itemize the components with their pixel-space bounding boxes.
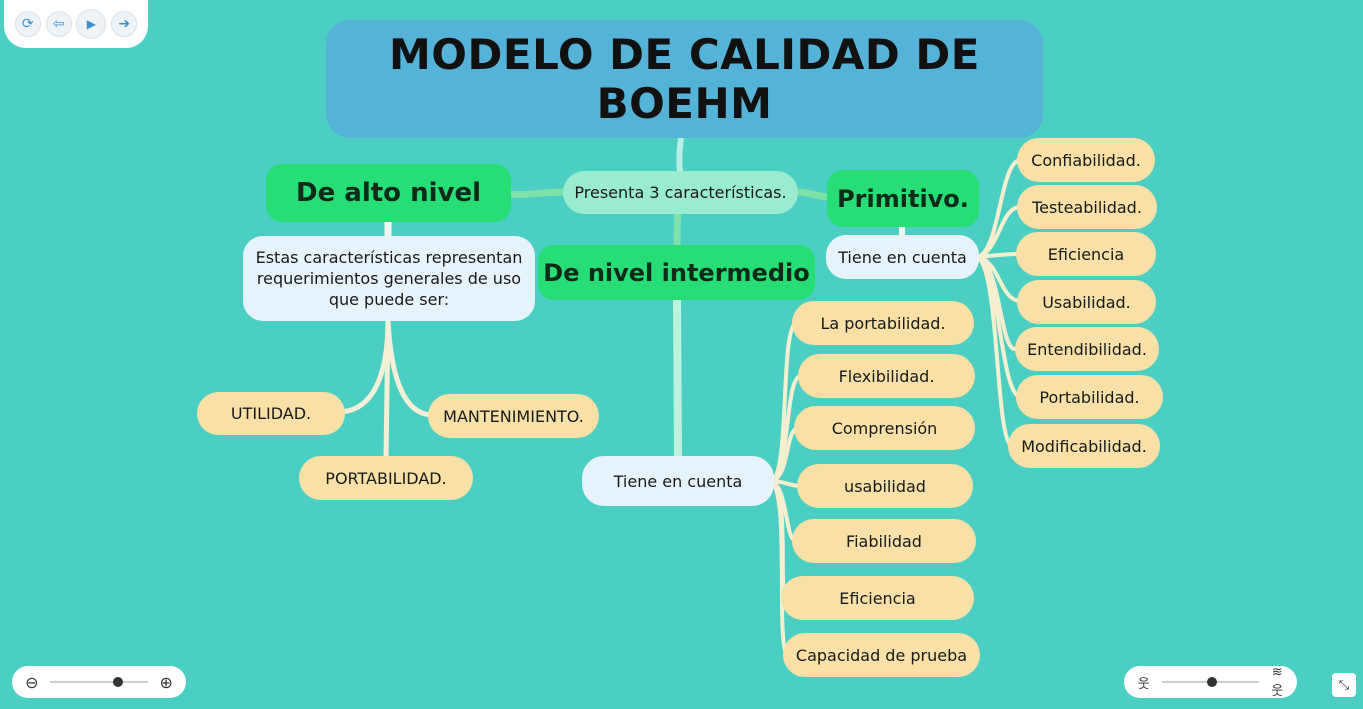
arrow-left-icon: ⇦ bbox=[52, 16, 65, 32]
map-title[interactable]: MODELO DE CALIDAD DE BOEHM bbox=[326, 20, 1043, 138]
intermediate-item[interactable]: Eficiencia bbox=[781, 576, 974, 620]
primitive-item[interactable]: Usabilidad. bbox=[1017, 280, 1156, 324]
primitive-considers[interactable]: Tiene en cuenta bbox=[826, 235, 979, 279]
leaf-mantenimiento[interactable]: MANTENIMIENTO. bbox=[428, 394, 599, 438]
branch-intermediate[interactable]: De nivel intermedio bbox=[538, 245, 815, 300]
refresh-button[interactable]: ⟳ bbox=[14, 11, 41, 37]
primitive-item[interactable]: Modificabilidad. bbox=[1008, 424, 1160, 468]
speed-control: 웃 ≋웃 bbox=[1124, 665, 1297, 699]
intermediate-item[interactable]: La portabilidad. bbox=[792, 301, 974, 345]
arrow-right-icon: ➔ bbox=[118, 16, 131, 32]
high-level-description[interactable]: Estas características representan requer… bbox=[243, 236, 535, 321]
intermediate-item[interactable]: Capacidad de prueba bbox=[783, 633, 980, 677]
back-button[interactable]: ⇦ bbox=[45, 11, 72, 37]
intermediate-item[interactable]: Flexibilidad. bbox=[798, 354, 975, 398]
forward-button[interactable]: ➔ bbox=[111, 11, 138, 37]
zoom-out-icon[interactable]: ⊖ bbox=[25, 672, 39, 692]
leaf-portabilidad[interactable]: PORTABILIDAD. bbox=[299, 456, 473, 500]
primitive-item[interactable]: Portabilidad. bbox=[1016, 375, 1163, 419]
zoom-in-icon[interactable]: ⊕ bbox=[159, 672, 173, 692]
speed-slider[interactable] bbox=[1161, 677, 1260, 687]
presentation-toolbar: ⟳ ⇦ ▶ ➔ bbox=[4, 0, 148, 48]
collapse-fullscreen-button[interactable]: ⤡ bbox=[1332, 673, 1356, 697]
intermediate-item[interactable]: Comprensión bbox=[794, 406, 975, 450]
speed-slider-handle[interactable] bbox=[1206, 677, 1217, 687]
zoom-control: ⊖ ⊕ bbox=[12, 666, 186, 698]
play-icon: ▶ bbox=[86, 17, 96, 31]
zoom-slider-handle[interactable] bbox=[112, 677, 123, 687]
central-node[interactable]: Presenta 3 características. bbox=[563, 171, 798, 214]
primitive-item[interactable]: Entendibilidad. bbox=[1015, 327, 1159, 371]
branch-primitive[interactable]: Primitivo. bbox=[827, 170, 979, 227]
refresh-icon: ⟳ bbox=[21, 16, 34, 32]
primitive-item[interactable]: Confiabilidad. bbox=[1017, 138, 1155, 182]
zoom-slider[interactable] bbox=[49, 677, 149, 687]
running-icon[interactable]: ≋웃 bbox=[1271, 665, 1284, 699]
walking-icon[interactable]: 웃 bbox=[1137, 676, 1150, 692]
primitive-item[interactable]: Testeabilidad. bbox=[1017, 185, 1157, 229]
intermediate-considers[interactable]: Tiene en cuenta bbox=[582, 456, 774, 506]
collapse-icon: ⤡ bbox=[1338, 677, 1350, 693]
intermediate-item[interactable]: usabilidad bbox=[797, 464, 973, 508]
intermediate-item[interactable]: Fiabilidad bbox=[792, 519, 976, 563]
primitive-item[interactable]: Eficiencia bbox=[1016, 232, 1156, 276]
leaf-utilidad[interactable]: UTILIDAD. bbox=[197, 392, 345, 435]
play-button[interactable]: ▶ bbox=[76, 9, 107, 39]
branch-high-level[interactable]: De alto nivel bbox=[266, 164, 511, 222]
